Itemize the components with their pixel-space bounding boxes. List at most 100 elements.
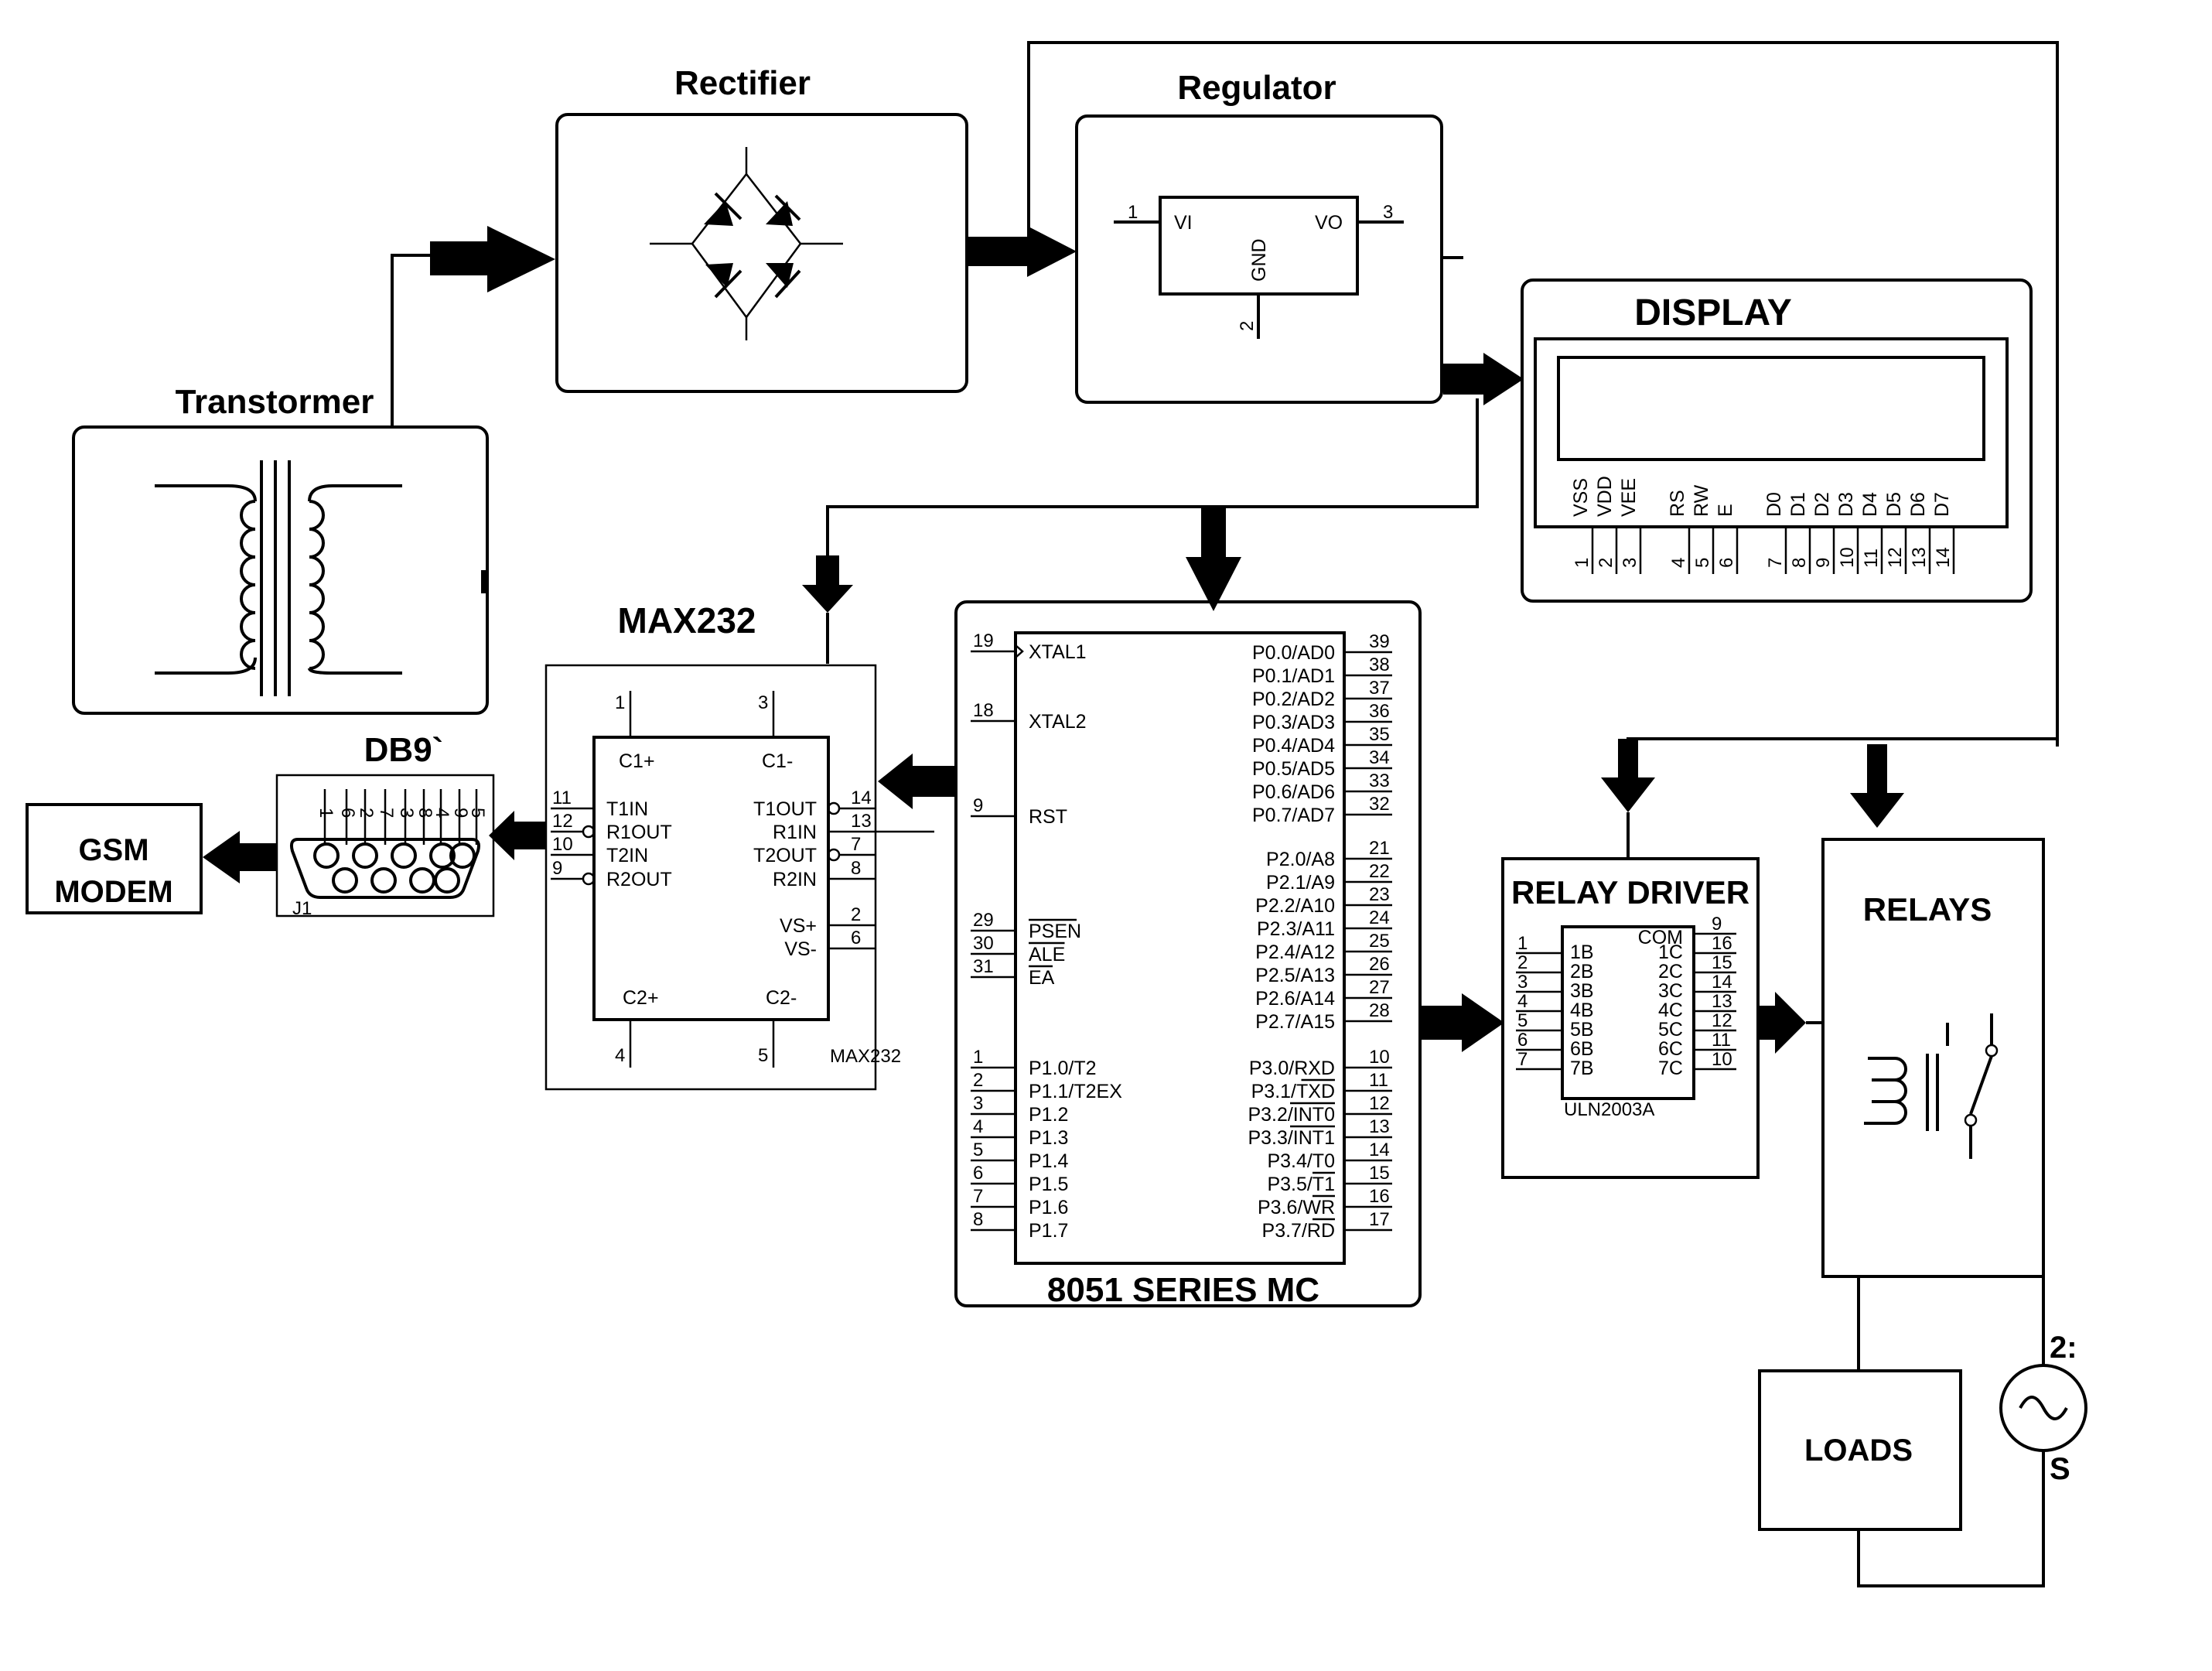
rectifier-block: Rectifier — [555, 64, 968, 393]
uln-input-3b: 3B — [1570, 980, 1594, 1002]
uln-input-2b: 2B — [1570, 961, 1594, 982]
lcd-pin-number: 8 — [1789, 558, 1810, 568]
arrow-to-regulator — [967, 226, 1077, 277]
uln-pin-4: 4 — [1517, 991, 1528, 1012]
source-label-top: 2: — [2050, 1331, 2077, 1365]
mcu-signal-p1-2: P1.2 — [1029, 1104, 1068, 1126]
source-label-bottom: S — [2050, 1452, 2070, 1486]
mcu-pin-14: 14 — [1369, 1140, 1390, 1160]
mcu-signal-p3-2-int0: P3.2/INT0 — [1248, 1104, 1335, 1126]
lcd-pins: VSS1VDD2VEE3RS4RW5E6D07D18D29D310D411D51… — [1570, 476, 1955, 574]
max232-invert-bubble — [582, 825, 596, 839]
max232-signal-r2in: R2IN — [773, 869, 817, 890]
mcu-signal-p3-4-t0: P3.4/T0 — [1267, 1150, 1335, 1172]
mcu-pin-5: 5 — [973, 1140, 983, 1160]
relays-box — [1821, 838, 2045, 1278]
mcu-signal-p1-1-t2ex: P1.1/T2EX — [1029, 1081, 1122, 1102]
db9-socket — [449, 842, 476, 869]
regulator-vo: VO — [1315, 212, 1343, 234]
max232-signal-vs-: VS- — [784, 938, 817, 960]
arrow-to-display — [1443, 353, 1524, 405]
mcu-signal-p0-1-ad1: P0.1/AD1 — [1252, 665, 1335, 687]
relays-block: RELAYS — [1821, 737, 2057, 1278]
regulator-pin-1: 1 — [1128, 202, 1138, 223]
lcd-signal-d0: D0 — [1763, 492, 1785, 517]
regulator-pin-3: 3 — [1383, 202, 1393, 223]
lcd-signal-d2: D2 — [1811, 492, 1833, 517]
mcu-pin-11: 11 — [1369, 1070, 1388, 1091]
lcd-signal-rs: RS — [1667, 490, 1688, 517]
max232-signal-t2out: T2OUT — [753, 845, 817, 866]
max232-box — [544, 664, 877, 1091]
mcu-pin-37: 37 — [1369, 678, 1390, 699]
mcu-pin-38: 38 — [1369, 654, 1390, 675]
lcd-pin-number: 3 — [1620, 558, 1640, 568]
lcd-pin-number: 5 — [1692, 558, 1713, 568]
uln-output-4c: 4C — [1658, 1000, 1683, 1021]
display-box — [1521, 278, 2033, 603]
max232-c2m: C2- — [766, 987, 797, 1009]
uln-pin-11: 11 — [1712, 1030, 1731, 1051]
regulator-gnd: GND — [1248, 238, 1270, 282]
db9-socket — [313, 842, 340, 869]
uln-input-4b: 4B — [1570, 1000, 1594, 1021]
db9-shell — [289, 838, 480, 899]
mcu-signal-p3-3-int1: P3.3/INT1 — [1248, 1127, 1335, 1149]
mcu-block: 8051 SERIES MC 19XTAL118XTAL29RST29PSEN3… — [954, 600, 1422, 1309]
db9-pin-5: 5 — [467, 808, 488, 818]
mcu-box — [954, 600, 1422, 1307]
mcu-pin-16: 16 — [1369, 1186, 1390, 1207]
uln2003-chip — [1561, 925, 1695, 1100]
mcu-signal-p1-0-t2: P1.0/T2 — [1029, 1058, 1097, 1079]
arrow-to-mcu — [1186, 507, 1241, 611]
mcu-signal-p2-2-a10: P2.2/A10 — [1255, 895, 1335, 917]
mcu-signal-p1-6: P1.6 — [1029, 1197, 1068, 1218]
max232-invert-bubble — [827, 801, 841, 815]
uln-output-2c: 2C — [1658, 961, 1683, 982]
lcd-signal-rw: RW — [1691, 484, 1712, 517]
transformer-terminal — [481, 570, 489, 593]
uln2003-part: ULN2003A — [1564, 1099, 1654, 1120]
uln-com: COM — [1638, 927, 1683, 948]
mcu-signal-p3-6-wr: P3.6/WR — [1258, 1197, 1335, 1218]
rectifier-box — [555, 113, 968, 393]
mcu-signal-p2-4-a12: P2.4/A12 — [1255, 941, 1335, 963]
max232-title: MAX232 — [618, 600, 756, 641]
uln-output-5c: 5C — [1658, 1019, 1683, 1041]
mcu-pin-6: 6 — [973, 1163, 983, 1184]
mcu-signal-p2-3-a11: P2.3/A11 — [1257, 918, 1335, 940]
gsm-modem-label-2: MODEM — [54, 875, 172, 909]
max232-signal-r1in: R1IN — [773, 822, 817, 843]
max232-pin-1: 1 — [615, 692, 625, 713]
max232-signal-t2in: T2IN — [606, 845, 648, 866]
uln-pin-13: 13 — [1712, 991, 1732, 1012]
arrow-mcu-to-max232 — [878, 753, 955, 809]
wire-power-bus — [826, 398, 1479, 555]
db9-pin-8: 8 — [415, 808, 435, 818]
mcu-signal-p1-3: P1.3 — [1029, 1127, 1068, 1149]
lcd-signal-d7: D7 — [1931, 492, 1953, 517]
arrow-to-relays-top — [1850, 744, 1904, 828]
mcu-signal-p2-6-a14: P2.6/A14 — [1255, 988, 1335, 1010]
gsm-modem-box — [26, 803, 203, 914]
lcd-pin-number: 4 — [1668, 558, 1689, 568]
uln-input-5b: 5B — [1570, 1019, 1594, 1041]
mcu-pin-36: 36 — [1369, 701, 1390, 722]
db9-socket — [352, 842, 378, 869]
uln-input-7b: 7B — [1570, 1058, 1594, 1079]
max232-signal-vs+: VS+ — [780, 915, 817, 937]
uln-pin-3: 3 — [1517, 972, 1528, 993]
lcd-frame — [1534, 337, 2009, 528]
regulator-pin-2: 2 — [1237, 321, 1258, 331]
loads-block: LOADS 2: S — [1758, 1276, 2087, 1587]
arrow-to-max232 — [802, 555, 853, 613]
lcd-signal-e: E — [1715, 504, 1736, 517]
max232-c1m: C1- — [762, 750, 793, 772]
mcu-pin-28: 28 — [1369, 1000, 1390, 1021]
db9-socket — [429, 842, 456, 869]
db9-ref: J1 — [292, 898, 312, 919]
uln-pin-5: 5 — [1517, 1010, 1528, 1031]
mcu-pin-1: 1 — [973, 1047, 983, 1068]
